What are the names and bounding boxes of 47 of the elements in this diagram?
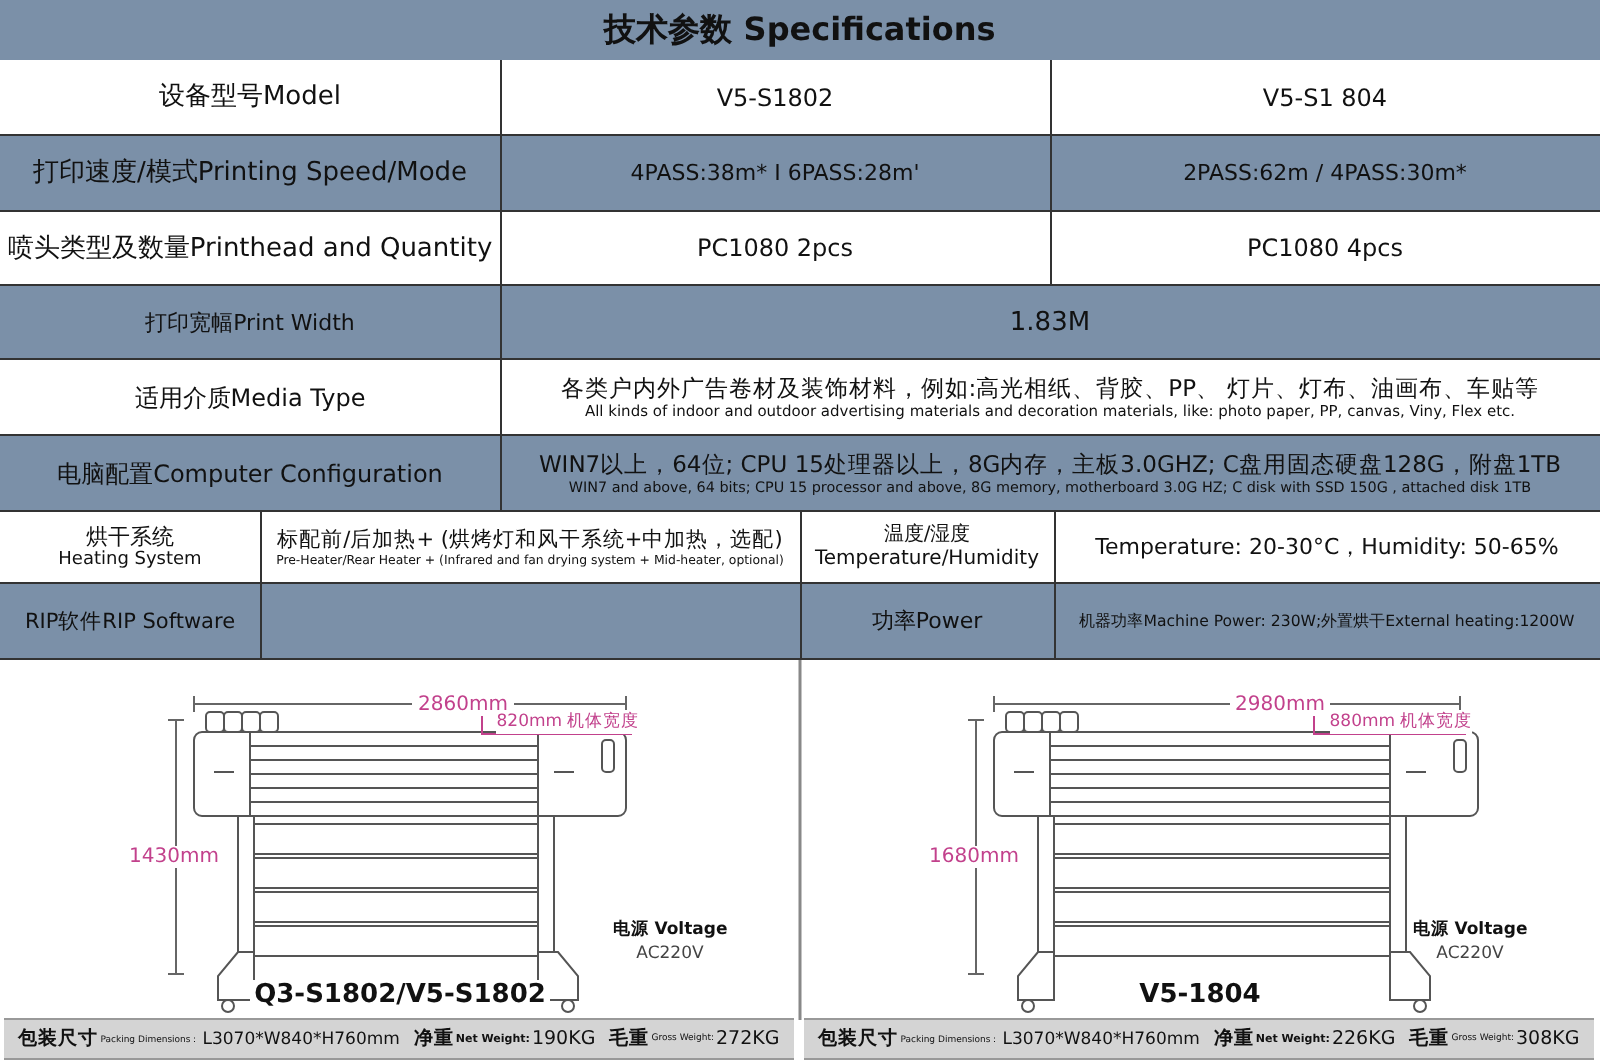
- dimension-label: 880mm 机体宽度: [1329, 710, 1473, 734]
- info-value: 272KG: [716, 1028, 780, 1050]
- info-value: L3070*W840*H760mm: [202, 1029, 400, 1049]
- spec-value: PC1080 4pcs: [1246, 234, 1404, 264]
- spec-value: V5-S1802: [716, 83, 834, 113]
- spec-value: 4PASS:38m* I 6PASS:28m': [630, 160, 920, 188]
- dimension-label: 2860mm: [412, 693, 514, 715]
- info-label: 净重: [413, 1026, 454, 1052]
- spec-value: Temperature: 20-30°C，Humidity: 50-65%: [1095, 534, 1559, 562]
- spec-label: 电脑配置Computer Configuration: [57, 459, 443, 489]
- dimension-label: 1430mm: [129, 845, 219, 867]
- spec-label: RIP软件RIP Software: [24, 609, 236, 635]
- dimension-label: 820mm 机体宽度: [496, 710, 640, 734]
- spec-label: 温度/湿度: [883, 524, 971, 548]
- spec-value: 标配前/后加热+ (烘烤灯和风干系统+中加热，选配): [277, 527, 783, 554]
- spec-label: 功率Power: [871, 608, 983, 636]
- info-label: 毛重: [609, 1026, 650, 1052]
- spec-label: 烘干系统: [86, 524, 174, 550]
- title: 技术参数 Specifications: [604, 9, 996, 51]
- spec-label: 喷头类型及数量Printhead and Quantity: [7, 233, 493, 265]
- spec-value: V5-S1 804: [1262, 83, 1388, 113]
- spec-label: Temperature/Humidity: [814, 548, 1040, 572]
- spec-label: 打印速度/模式Printing Speed/Mode: [32, 158, 468, 190]
- spec-label: 适用介质Media Type: [134, 383, 366, 413]
- info-value: 190KG: [531, 1028, 596, 1050]
- info-label: 包装尺寸: [18, 1026, 99, 1052]
- model-name: V5-1804: [1135, 979, 1265, 1009]
- info-label: 毛重: [1409, 1026, 1450, 1052]
- info-value: 226KG: [1331, 1028, 1396, 1050]
- voltage-value: AC220V: [1436, 944, 1504, 964]
- spec-value: 2PASS:62m / 4PASS:30m*: [1183, 160, 1467, 188]
- spec-label: 打印宽幅Print Width: [145, 309, 355, 337]
- info-label: 包装尺寸: [818, 1026, 899, 1052]
- dimension-label: 2980mm: [1229, 693, 1331, 715]
- spec-value: 各类户内外广告卷材及装饰材料，例如:高光相纸、背胶、PP、 灯片、灯布、油画布、车贴等: [560, 375, 1540, 403]
- spec-value: WIN7以上，64位; CPU 15处理器以上，8G内存，主板3.0GHZ; C盘用固态硬盘128G，附盘1TB: [538, 451, 1562, 480]
- dimension-label: 1680mm: [929, 845, 1019, 867]
- voltage-value: AC220V: [636, 944, 704, 964]
- voltage-label: 电源 Voltage: [1412, 918, 1528, 942]
- spec-label: Heating System: [58, 550, 202, 572]
- spec-value: 1.83M: [1009, 307, 1091, 339]
- info-value: 308KG: [1516, 1028, 1580, 1050]
- info-value: L3070*W840*H760mm: [1002, 1029, 1200, 1049]
- spec-value: PC1080 2pcs: [696, 234, 854, 264]
- voltage-label: 电源 Voltage: [612, 918, 728, 942]
- spec-label: 设备型号Model: [158, 82, 342, 114]
- info-label: 净重: [1213, 1026, 1254, 1052]
